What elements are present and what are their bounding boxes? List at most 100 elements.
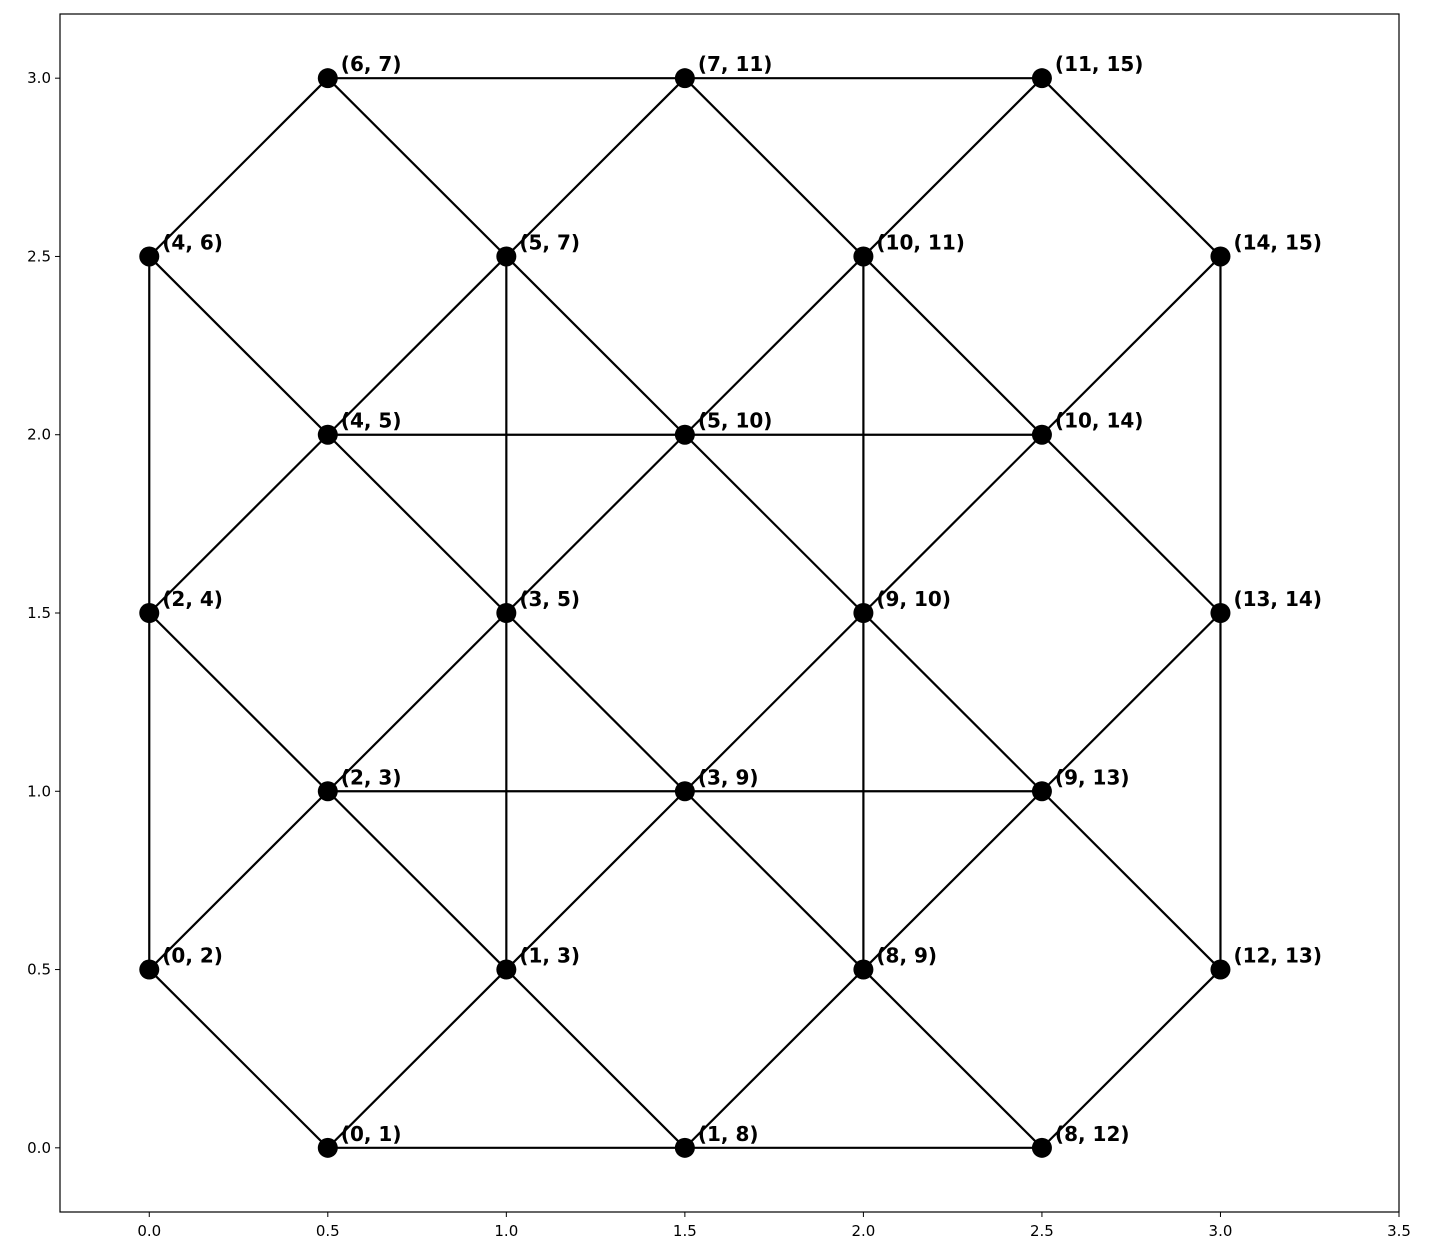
graph-edge [684,790,865,971]
graph-edge [505,433,686,614]
graph-node [139,959,160,980]
graph-edge [327,433,508,614]
node-label: (7, 11) [698,52,773,76]
edges-layer [148,77,1222,1149]
graph-edge [505,790,686,971]
node-label: (3, 9) [698,765,759,789]
graph-node [674,1137,695,1158]
graph-edge [505,612,686,793]
x-tick-label: 0.0 [137,1222,161,1240]
graph-node [674,68,695,89]
graph-edge [505,77,686,258]
node-label: (14, 15) [1233,230,1322,254]
y-tick-label: 2.5 [27,247,51,265]
node-label: (2, 4) [162,587,223,611]
graph-edge [1041,790,1222,971]
graph-edge [327,77,508,258]
node-label: (10, 14) [1055,409,1144,433]
node-label: (5, 7) [519,230,580,254]
graph-edge [148,612,329,793]
node-label: (8, 9) [876,944,937,968]
node-label: (1, 8) [698,1122,759,1146]
graph-node [674,424,695,445]
graph-edge [684,612,865,793]
node-label: (13, 14) [1233,587,1322,611]
graph-edge [148,790,329,971]
graph-edge [862,433,1043,614]
graph-node [853,959,874,980]
y-axis-ticks: 0.00.51.01.52.02.53.0 [27,69,60,1157]
x-tick-label: 1.5 [673,1222,697,1240]
graph-node [496,246,517,267]
graph-node [1031,1137,1052,1158]
graph-node [674,781,695,802]
graph-edge [148,433,329,614]
graph-edge [684,255,865,436]
x-tick-label: 3.5 [1387,1222,1411,1240]
node-labels-layer: (0, 1)(1, 8)(8, 12)(0, 2)(1, 3)(8, 9)(12… [162,52,1322,1146]
graph-edge [684,968,865,1149]
graph-edge [684,77,865,258]
graph-node [139,603,160,623]
graph-edge [148,255,329,436]
graph-node [139,246,160,267]
graph-node [1210,246,1231,267]
node-label: (0, 2) [162,944,223,968]
graph-edge [1041,433,1222,614]
graph-edge [684,433,865,614]
graph-edge [862,968,1043,1149]
node-label: (8, 12) [1055,1122,1130,1146]
graph-edge [148,968,329,1149]
graph-node [317,424,338,445]
graph-edge [862,77,1043,258]
graph-edge [1041,255,1222,436]
x-tick-label: 0.5 [316,1222,340,1240]
y-tick-label: 0.0 [27,1139,51,1157]
node-label: (0, 1) [341,1122,402,1146]
node-label: (11, 15) [1055,52,1144,76]
graph-node [1031,424,1052,445]
node-label: (3, 5) [519,587,580,611]
node-label: (10, 11) [876,230,965,254]
graph-node [1031,781,1052,802]
y-tick-label: 3.0 [27,69,51,87]
graph-edge [327,968,508,1149]
graph-edge [862,790,1043,971]
x-tick-label: 2.0 [851,1222,875,1240]
node-label: (9, 10) [876,587,951,611]
graph-edge [327,612,508,793]
graph-node [853,246,874,267]
nodes-layer [139,68,1231,1158]
y-tick-label: 2.0 [27,426,51,444]
y-tick-label: 1.0 [27,782,51,800]
graph-edge [505,968,686,1149]
graph-edge [862,255,1043,436]
x-tick-label: 1.0 [494,1222,518,1240]
graph-node [496,959,517,980]
graph-node [317,68,338,89]
node-label: (5, 10) [698,409,773,433]
graph-node [1210,603,1231,623]
node-label: (4, 5) [341,409,402,433]
graph-edge [1041,77,1222,258]
node-label: (12, 13) [1233,944,1322,968]
graph-node [853,603,874,623]
graph-edge [505,255,686,436]
node-label: (4, 6) [162,230,223,254]
y-tick-label: 0.5 [27,961,51,979]
node-label: (9, 13) [1055,765,1130,789]
graph-edge [327,790,508,971]
graph-edge [862,612,1043,793]
graph-edge [1041,968,1222,1149]
node-label: (2, 3) [341,765,402,789]
node-label: (6, 7) [341,52,402,76]
x-tick-label: 2.5 [1030,1222,1054,1240]
graph-edge [148,77,329,258]
graph-edge [327,255,508,436]
graph-edge [1041,612,1222,793]
graph-node [1210,959,1231,980]
graph-node [1031,68,1052,89]
